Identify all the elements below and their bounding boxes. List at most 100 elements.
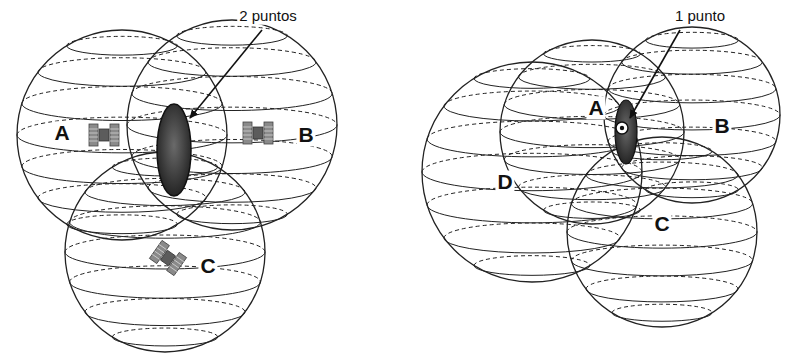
panel-cell — [152, 254, 159, 259]
latitude-line — [474, 79, 590, 89]
latitude-line — [500, 132, 684, 148]
latitude-line — [622, 168, 763, 180]
latitude-line — [474, 69, 590, 79]
latitude-line — [38, 58, 206, 72]
panel-cell — [264, 131, 273, 132]
sphere-letter: C — [652, 212, 671, 235]
latitude-line — [646, 40, 739, 48]
satellite-letter: B — [296, 123, 315, 146]
wireframe-sphere — [604, 27, 780, 203]
panel-cell — [174, 260, 181, 265]
latitude-line — [504, 145, 680, 160]
latitude-line — [622, 50, 763, 62]
latitude-line — [177, 36, 288, 45]
latitude-line — [70, 206, 261, 222]
panel-cell — [89, 129, 98, 130]
panel-cell — [89, 137, 98, 138]
wireframe-sphere — [422, 62, 642, 282]
wireframe-sphere — [127, 20, 337, 230]
latitude-line — [608, 89, 776, 103]
sphere-outline — [127, 20, 337, 230]
latitude-line — [70, 222, 261, 238]
latitude-line — [177, 26, 288, 35]
latitude-line — [22, 149, 222, 166]
solar-panel — [89, 124, 98, 146]
panel-cell — [264, 139, 273, 140]
panel-cell — [89, 141, 98, 142]
callout-text: 1 punto — [673, 8, 727, 25]
sphere-letter: B — [712, 114, 731, 137]
panel-cell — [110, 137, 119, 138]
leader-arrow — [190, 30, 262, 118]
sphere-letter: D — [495, 170, 514, 193]
latitude-line — [544, 46, 641, 54]
latitude-line — [571, 188, 752, 203]
solar-panel — [264, 122, 273, 144]
latitude-line — [646, 190, 739, 198]
latitude-line — [132, 94, 332, 111]
latitude-line — [112, 328, 217, 337]
sphere-outline — [604, 27, 780, 203]
panel-cell — [172, 263, 179, 268]
panel-cell — [155, 251, 162, 256]
latitude-line — [622, 62, 763, 74]
latitude-line — [646, 32, 739, 40]
panel-cell — [264, 135, 273, 136]
sphere-letter: A — [586, 96, 605, 119]
latitude-line — [544, 202, 641, 210]
latitude-line — [85, 192, 245, 206]
solar-panel — [110, 124, 119, 146]
sphere-outline — [500, 40, 684, 224]
latitude-line — [586, 162, 738, 175]
satellite-body — [160, 250, 175, 266]
intersection-region — [615, 100, 637, 164]
panel-cell — [243, 127, 252, 128]
latitude-line — [112, 337, 217, 346]
satellite-icons — [89, 122, 273, 276]
latitude-line — [67, 224, 178, 233]
panel-cell — [157, 248, 164, 253]
intersection-region — [157, 104, 191, 196]
leader-arrow — [630, 30, 680, 118]
wireframe-sphere — [567, 137, 757, 327]
panel-cell — [110, 133, 119, 134]
panel-cell — [159, 244, 166, 249]
latitude-line — [177, 214, 288, 223]
latitude-line — [67, 36, 178, 45]
latitude-line — [22, 86, 222, 103]
position-dot — [620, 126, 624, 130]
latitude-line — [17, 117, 227, 135]
satellite — [243, 122, 273, 144]
latitude-line — [67, 215, 178, 224]
latitude-line — [127, 107, 337, 125]
latitude-line — [22, 104, 222, 121]
panel-cell — [110, 141, 119, 142]
satellite — [149, 240, 186, 275]
latitude-line — [444, 238, 620, 253]
solar-panel — [243, 122, 252, 144]
panel-cell — [169, 266, 176, 271]
panel-cell — [89, 133, 98, 134]
latitude-line — [85, 298, 245, 312]
latitude-line — [612, 313, 712, 322]
latitude-line — [586, 175, 738, 188]
latitude-line — [474, 266, 590, 276]
callout-text: 2 puntos — [237, 8, 299, 25]
satellite-body — [99, 129, 109, 141]
latitude-line — [70, 282, 261, 298]
latitude-line — [544, 54, 641, 62]
position-dot — [616, 122, 628, 134]
latitude-line — [571, 245, 752, 260]
latitude-line — [148, 48, 316, 62]
latitude-line — [571, 261, 752, 276]
latitude-line — [608, 74, 776, 88]
latitude-line — [17, 135, 227, 153]
satellite-body — [253, 127, 263, 139]
sphere-outline — [17, 30, 227, 240]
latitude-line — [22, 167, 222, 184]
latitude-line — [586, 276, 738, 289]
latitude-line — [132, 76, 332, 93]
latitude-line — [148, 62, 316, 76]
